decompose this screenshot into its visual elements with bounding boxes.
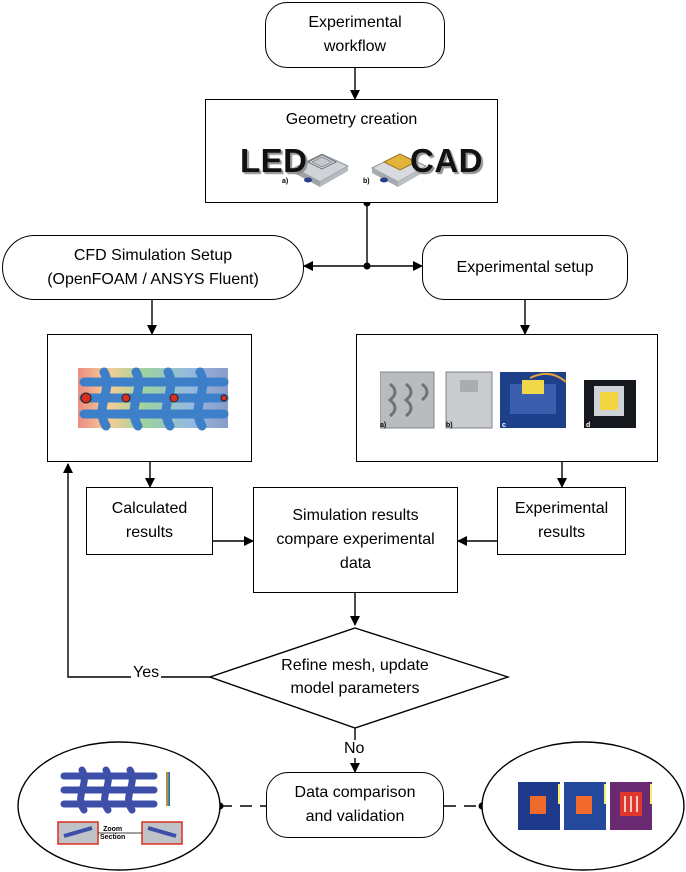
no-label: No [342,740,367,758]
calc-results-node: Calculated results [86,487,213,555]
geometry-title: Geometry creation [285,111,418,128]
cad-package-image [370,153,428,187]
cad-text: CAD [410,142,483,179]
arrow-yes-loop [63,463,212,678]
led-text: LED [240,142,308,179]
cfd-contour-image [78,367,229,431]
experimental-photos-image [380,371,636,429]
decision-diamond [207,627,511,729]
geometry-label-a: a) [282,178,289,185]
zoom-section-label: Zoom Section [100,826,126,841]
photo-label-a: a) [380,422,387,429]
start-node: Experimental workflow [265,2,445,68]
decision-label: Refine mesh, update model parameters [281,657,429,697]
yes-label: Yes [131,664,162,682]
sim-compare-node: Simulation results compare experimental … [253,487,458,593]
validation-node: Data comparison and validation [266,772,444,838]
exp-setup-node: Experimental setup [422,235,628,300]
photo-label-b: b) [446,422,453,429]
geometry-label-b: b) [363,178,370,185]
geometry-node: Geometry creation [205,99,498,203]
zoom-simulation-image [57,766,183,845]
cfd-node: CFD Simulation Setup (OpenFOAM / ANSYS F… [2,235,304,300]
photo-label-d: d [586,422,591,429]
led-package-image [292,153,350,187]
junction-dot-mid [363,262,371,270]
exp-results-node: Experimental results [497,487,626,555]
photo-label-c: c [502,422,506,429]
thermal-images [518,782,652,830]
